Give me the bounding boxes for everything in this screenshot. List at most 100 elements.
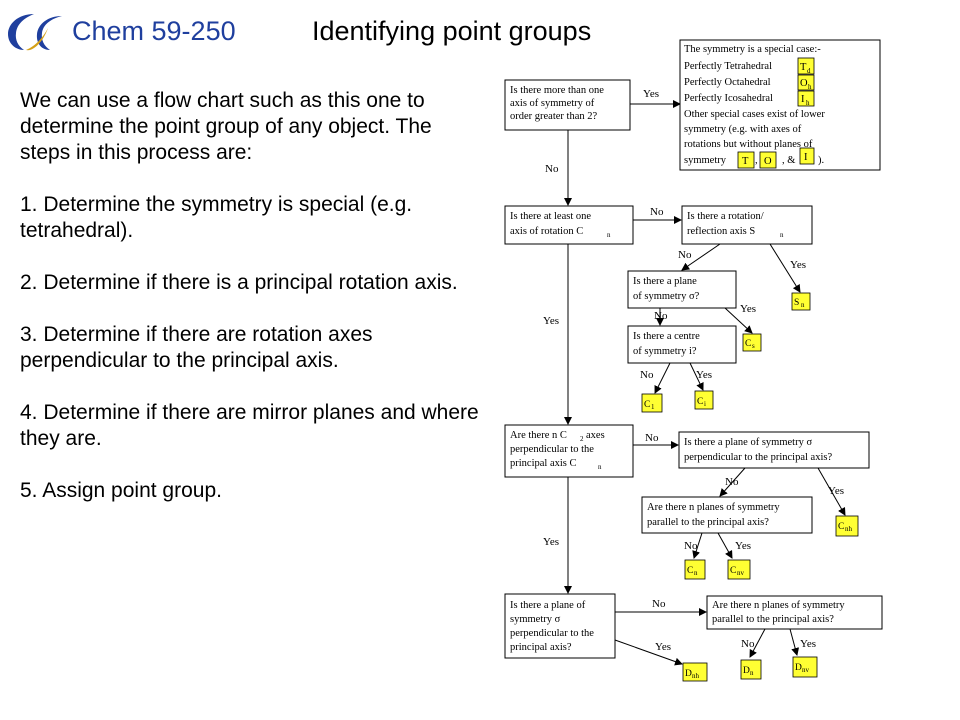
q-centre-box: [627, 325, 737, 364]
ih-symbol: I: [801, 94, 805, 105]
special-line-1: The symmetry is a special case:-: [684, 44, 821, 55]
q-par2-box: [706, 595, 883, 630]
q4-box: [504, 593, 616, 659]
q-perp-no-arrow: [719, 467, 746, 497]
cnh-result: [835, 515, 859, 537]
step-2: 2. Determine if there is a principal rot…: [20, 271, 458, 294]
comma-1: ,: [755, 155, 758, 166]
dn-result: [740, 659, 762, 680]
course-code: Chem 59-250: [72, 16, 236, 46]
q-plane-yes-arrow: [724, 307, 753, 334]
dnh-text: D: [685, 669, 692, 679]
q1-yes-label: Yes: [643, 88, 659, 100]
dn-sub: n: [750, 669, 754, 677]
q-centre-no-arrow: [654, 362, 671, 394]
university-logo: [8, 14, 62, 51]
q4-yes-arrow: [614, 639, 683, 666]
dn-text: D: [743, 666, 750, 676]
q3-box: [504, 424, 634, 478]
q-par-box: [641, 496, 813, 534]
cs-text: C: [745, 339, 751, 349]
oh-highlight: [797, 74, 815, 91]
q-plane-box: [627, 270, 737, 309]
t-symbol: T: [742, 156, 749, 167]
sn-text: S: [794, 298, 799, 308]
q-par-no-arrow: [692, 532, 703, 559]
q-centre-no-label: No: [640, 369, 654, 381]
q4-line-1: Is there a plane of: [510, 600, 586, 611]
q-sn-box: [681, 205, 813, 245]
q4-yes-label: Yes: [655, 641, 671, 653]
q-centre-yes-label: Yes: [696, 369, 712, 381]
q3-sub-n: n: [598, 463, 602, 471]
oh-symbol: O: [800, 78, 808, 89]
q-perp-yes-label: Yes: [828, 485, 844, 497]
q-plane-line-2: of symmetry σ?: [633, 291, 700, 302]
q3-line-1b: axes: [586, 430, 605, 441]
q2-box: [504, 205, 634, 245]
special-line-3: Perfectly Octahedral: [684, 77, 771, 88]
q-par2-no-arrow: [749, 628, 766, 658]
cnv-text: C: [730, 566, 736, 576]
q-par2-line-1: Are there n planes of symmetry: [712, 600, 845, 611]
dnv-sub: nv: [802, 666, 810, 674]
amp-text: , &: [782, 155, 795, 166]
q-perp-box: [678, 431, 870, 469]
dnv-text: D: [795, 663, 802, 673]
q-perp-line-1: Is there a plane of symmetry σ: [684, 437, 812, 448]
q-sn-no-label: No: [678, 249, 692, 261]
ih-highlight: [797, 90, 815, 107]
q-sn-sub: n: [780, 231, 784, 239]
cn-sub: n: [694, 569, 698, 577]
cs-sub: s: [752, 342, 755, 350]
q-plane-line-1: Is there a plane: [633, 276, 697, 287]
q1-line-2: axis of symmetry of: [510, 98, 595, 109]
q3-no-label: No: [645, 432, 659, 444]
q1-box: [504, 79, 631, 131]
ci-result: [694, 390, 714, 410]
dnv-result: [792, 656, 818, 678]
q-centre-line-1: Is there a centre: [633, 331, 700, 342]
q-par2-no-label: No: [741, 638, 755, 650]
q-centre-line-2: of symmetry i?: [633, 346, 697, 357]
q4-line-2: symmetry σ: [510, 614, 561, 625]
oh-sub: h: [808, 83, 812, 91]
c1-text: C: [644, 400, 650, 410]
sn-result: [791, 292, 811, 311]
q-sn-line-1: Is there a rotation/: [687, 211, 764, 222]
q-par-no-label: No: [684, 540, 698, 552]
cnv-result: [727, 559, 751, 580]
q-par2-yes-label: Yes: [800, 638, 816, 650]
q3-line-2: perpendicular to the: [510, 444, 594, 455]
special-line-5: Other special cases exist of lower: [684, 109, 825, 120]
step-5: 5. Assign point group.: [20, 479, 222, 502]
intro-paragraph: We can use a flow chart such as this one…: [20, 89, 432, 164]
ci-text: C: [697, 397, 703, 407]
q4-no-label: No: [652, 598, 666, 610]
dnh-sub: nh: [692, 672, 700, 680]
step-1: 1. Determine the symmetry is special (e.…: [20, 193, 413, 242]
cnh-text: C: [838, 522, 844, 532]
dnh-result: [682, 662, 708, 682]
q-perp-yes-arrow: [817, 467, 846, 516]
c1-sub: 1: [651, 403, 655, 411]
q2-sub: n: [607, 231, 611, 239]
q4-line-3: perpendicular to the: [510, 628, 594, 639]
q-perp-line-2: perpendicular to the principal axis?: [684, 452, 832, 463]
step-3: 3. Determine if there are rotation axes …: [20, 323, 373, 372]
q-plane-no-label: No: [654, 310, 668, 322]
step-4: 4. Determine if there are mirror planes …: [20, 401, 479, 450]
q3-sub-2: 2: [580, 435, 584, 443]
q1-line-3: order greater than 2?: [510, 111, 597, 122]
q-perp-no-label: No: [725, 476, 739, 488]
special-line-7: rotations but without planes of: [684, 139, 813, 150]
q-centre-yes-arrow: [689, 362, 704, 391]
q3-line-3: principal axis C: [510, 458, 577, 469]
t-highlight: [737, 151, 755, 169]
point-group-flowchart: Is there more than one axis of symmetry …: [504, 39, 883, 682]
q-sn-yes-label: Yes: [790, 259, 806, 271]
q3-yes-label: Yes: [543, 536, 559, 548]
special-case-box: [679, 39, 881, 171]
special-line-6: symmetry (e.g. with axes of: [684, 124, 802, 135]
q-sn-yes-arrow: [769, 243, 801, 293]
